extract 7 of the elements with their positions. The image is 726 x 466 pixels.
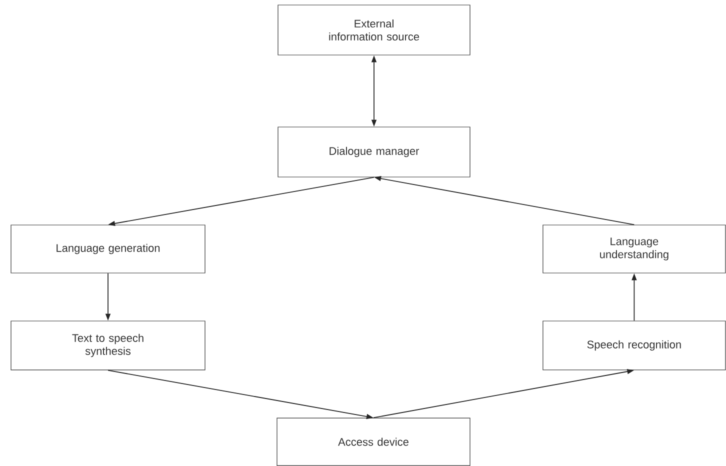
process-box: Language generation: [10, 224, 206, 274]
process-box: Language understanding: [542, 224, 726, 274]
process-box: Text to speech synthesis: [10, 320, 206, 370]
process-box: External information source: [278, 4, 470, 56]
process-box: Access device: [276, 418, 470, 466]
process-box: Speech recognition: [542, 320, 726, 370]
process-box: Dialogue manager: [278, 126, 470, 178]
